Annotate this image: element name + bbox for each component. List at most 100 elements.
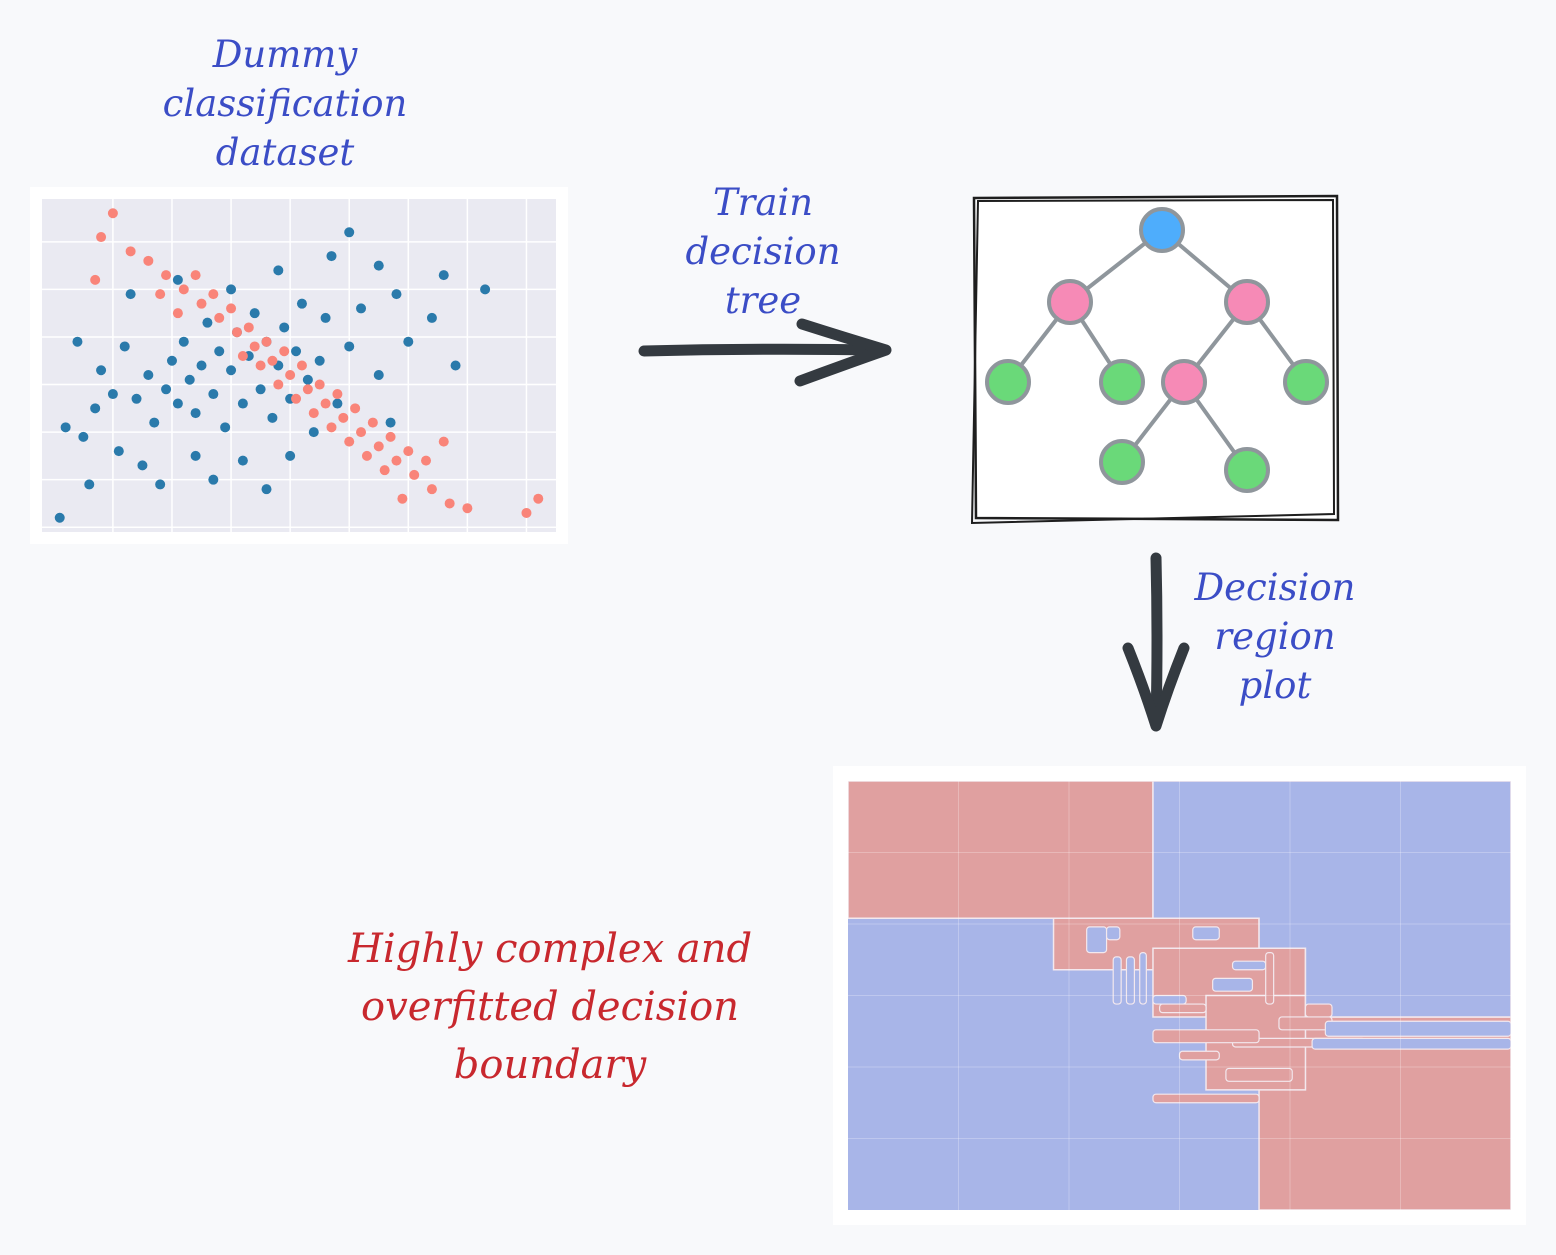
blue-region-fragment — [1192, 926, 1220, 941]
class-salmon-point — [249, 341, 260, 352]
class-salmon-point — [296, 360, 307, 371]
class-salmon-point — [403, 446, 414, 457]
class-salmon-point — [226, 303, 237, 314]
red-region — [848, 781, 1154, 920]
tree-leaf-node — [1283, 359, 1329, 405]
tree-leaf-node — [1099, 439, 1145, 485]
class-blue-point — [143, 370, 154, 381]
class-blue-point — [285, 450, 296, 461]
class-salmon-point — [385, 431, 396, 442]
class-salmon-point — [208, 289, 219, 300]
class-blue-point — [273, 265, 284, 276]
red-region-fragment — [1178, 1050, 1220, 1061]
red-region-fragment — [1265, 952, 1275, 1005]
class-blue-point — [90, 403, 101, 414]
class-salmon-point — [96, 232, 107, 243]
red-region-fragment — [1159, 1003, 1207, 1014]
tree-leaf-node — [1224, 447, 1270, 493]
class-blue-point — [249, 308, 260, 319]
class-salmon-point — [90, 274, 101, 285]
class-blue-point — [314, 355, 325, 366]
class-blue-point — [237, 455, 248, 466]
class-blue-point — [196, 360, 207, 371]
class-salmon-point — [285, 370, 296, 381]
blue-region-fragment — [1086, 926, 1108, 954]
arrow-right-icon — [638, 318, 892, 387]
class-blue-point — [172, 274, 183, 285]
class-salmon-point — [397, 493, 408, 504]
class-blue-point — [261, 484, 272, 495]
class-salmon-point — [190, 270, 201, 281]
class-blue-point — [426, 312, 437, 323]
class-blue-point — [149, 417, 160, 428]
region-step-line: plot — [1238, 664, 1312, 707]
blue-region-fragment — [1311, 1037, 1511, 1050]
class-salmon-point — [214, 312, 225, 323]
class-salmon-point — [426, 484, 437, 495]
class-blue-point — [172, 398, 183, 409]
class-blue-point — [54, 512, 65, 523]
class-blue-point — [208, 389, 219, 400]
class-salmon-point — [314, 379, 325, 390]
class-salmon-point — [155, 289, 166, 300]
class-blue-point — [255, 384, 266, 395]
overfit-caption-line: overfitted decision — [361, 984, 739, 1030]
train-step-label: Train decision tree — [668, 178, 858, 325]
red-region-fragment — [1152, 1029, 1260, 1044]
class-salmon-point — [196, 298, 207, 309]
class-salmon-point — [350, 403, 361, 414]
class-salmon-point — [326, 422, 337, 433]
class-salmon-point — [391, 455, 402, 466]
class-blue-point — [202, 317, 213, 328]
class-salmon-point — [178, 284, 189, 295]
class-salmon-point — [302, 384, 313, 395]
decision-region-plot — [848, 781, 1511, 1210]
class-salmon-point — [255, 360, 266, 371]
class-blue-point — [373, 260, 384, 271]
region-plot-step-label: Decision region plot — [1180, 563, 1370, 710]
class-salmon-point — [243, 322, 254, 333]
decision-tree-icon — [970, 194, 1340, 525]
class-blue-point — [385, 417, 396, 428]
class-blue-point — [155, 479, 166, 490]
class-salmon-point — [379, 465, 390, 476]
class-blue-point — [119, 341, 130, 352]
class-blue-point — [72, 336, 83, 347]
class-salmon-point — [273, 379, 284, 390]
class-blue-point — [131, 393, 142, 404]
class-salmon-point — [143, 255, 154, 266]
class-blue-point — [373, 370, 384, 381]
class-blue-point — [344, 227, 355, 238]
scatter-plot — [42, 199, 556, 532]
class-blue-point — [78, 431, 89, 442]
class-salmon-point — [356, 427, 367, 438]
overfit-caption: Highly complex and overfitted decision b… — [300, 920, 800, 1094]
class-salmon-point — [338, 412, 349, 423]
class-blue-point — [326, 251, 337, 262]
class-blue-point — [96, 365, 107, 376]
red-region-fragment — [1278, 1016, 1333, 1031]
arrow-down-icon — [1122, 552, 1190, 732]
class-salmon-point — [291, 393, 302, 404]
class-salmon-point — [107, 208, 118, 219]
class-salmon-point — [308, 408, 319, 419]
class-salmon-point — [444, 498, 455, 509]
class-blue-point — [356, 303, 367, 314]
blue-region-fragment — [1125, 956, 1136, 1005]
class-blue-point — [208, 474, 219, 485]
tree-internal-node — [1047, 279, 1093, 325]
train-step-line: tree — [724, 279, 802, 322]
class-blue-point — [302, 374, 313, 385]
dataset-title-line: classification — [162, 82, 408, 125]
red-region-fragment — [1225, 1067, 1293, 1082]
tree-leaf-node — [985, 359, 1031, 405]
class-blue-point — [178, 336, 189, 347]
class-blue-point — [391, 289, 402, 300]
class-salmon-point — [367, 417, 378, 428]
region-step-line: Decision — [1194, 566, 1356, 609]
class-salmon-point — [332, 389, 343, 400]
class-blue-point — [237, 398, 248, 409]
tree-root-node — [1139, 207, 1185, 253]
class-blue-point — [450, 360, 461, 371]
class-blue-point — [190, 450, 201, 461]
